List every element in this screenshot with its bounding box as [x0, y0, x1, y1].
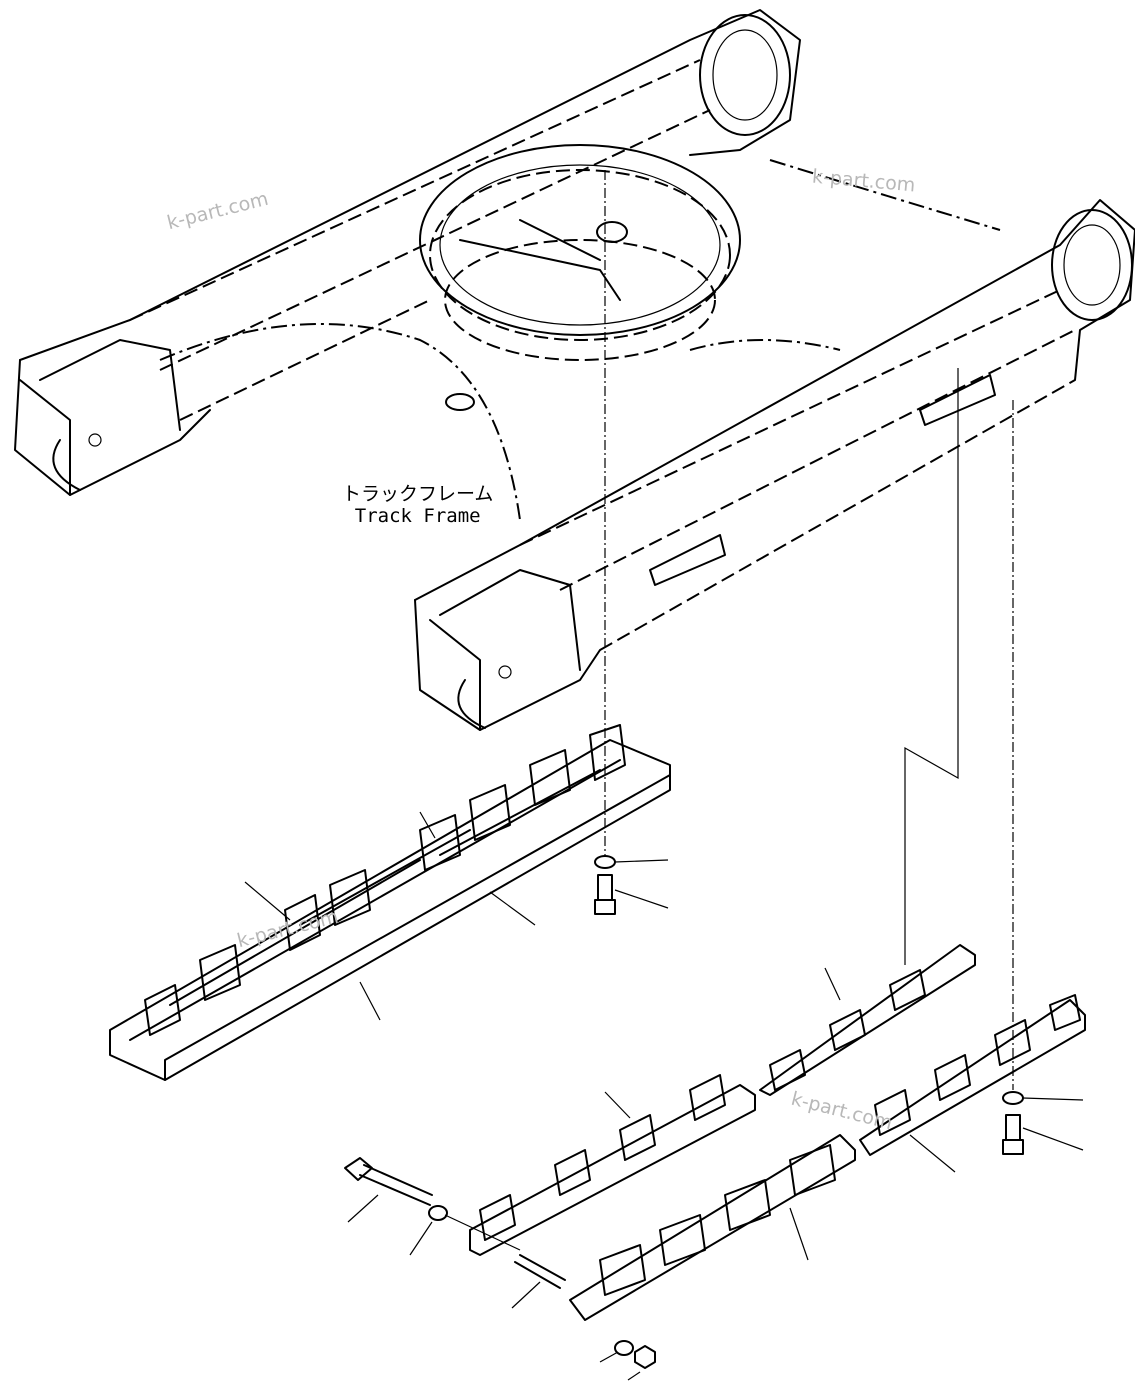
track-frame-label: トラックフレーム Track Frame: [342, 483, 494, 528]
washer-icon: [594, 855, 616, 869]
track-frame-label-jp: トラックフレーム: [342, 483, 494, 505]
track-frame: [14, 9, 1135, 731]
track-guard-left: [109, 724, 671, 1081]
fastener-hardware: [344, 170, 1084, 1381]
track-frame-label-en: Track Frame: [354, 504, 481, 527]
track-guard-right: [469, 944, 1086, 1321]
